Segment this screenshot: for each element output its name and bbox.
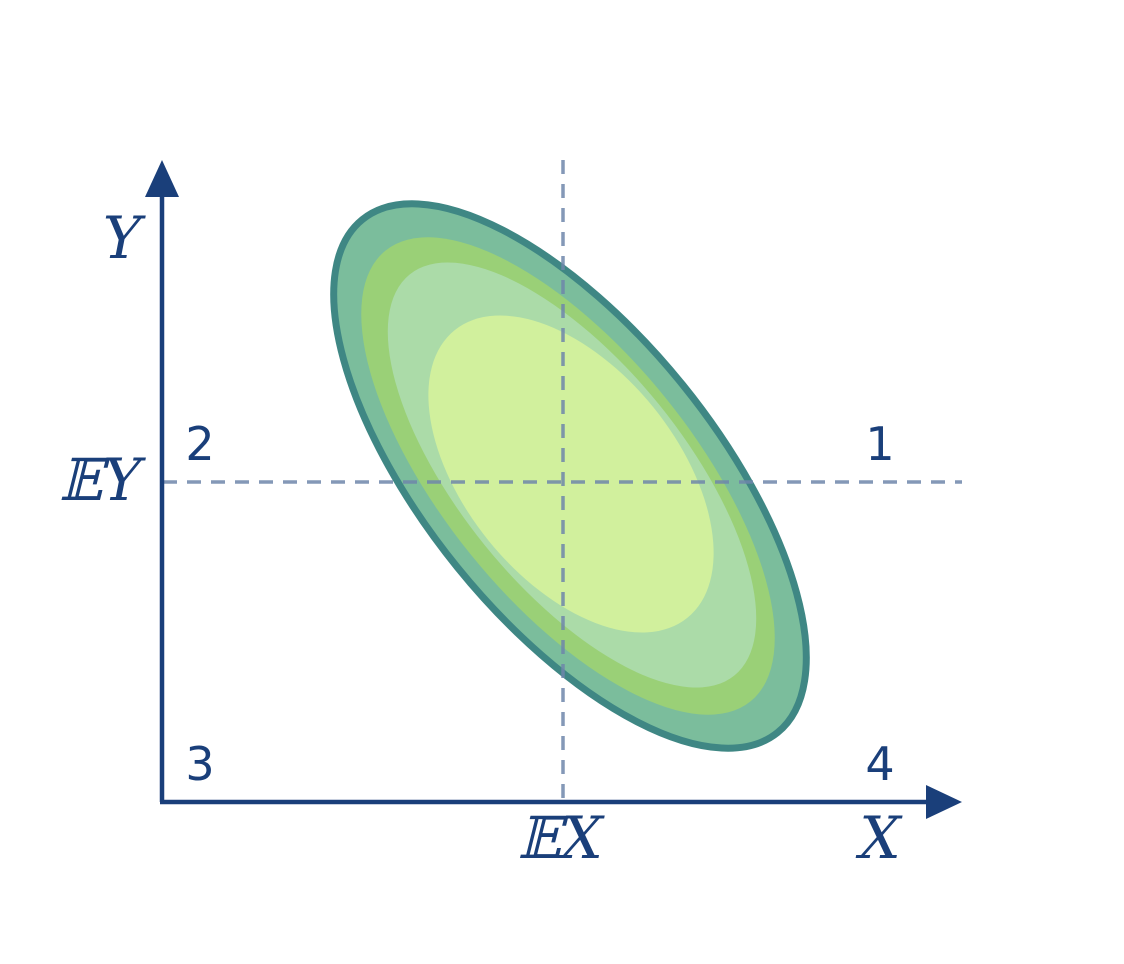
mean-y-label: 𝔼Y: [59, 446, 146, 514]
contour-inner: [428, 315, 714, 633]
x-axis-arrow-icon: [926, 785, 962, 819]
quadrant-1-label: 1: [865, 417, 894, 471]
quadrant-3-label: 3: [185, 737, 214, 791]
x-axis-label: X: [855, 804, 903, 872]
density-contours: [330, 200, 810, 752]
quadrant-2-label: 2: [185, 417, 214, 471]
y-axis-arrow-icon: [145, 160, 179, 197]
y-axis-label: Y: [103, 204, 146, 272]
quadrant-4-label: 4: [865, 737, 894, 791]
mean-x-label: 𝔼X: [517, 804, 605, 872]
